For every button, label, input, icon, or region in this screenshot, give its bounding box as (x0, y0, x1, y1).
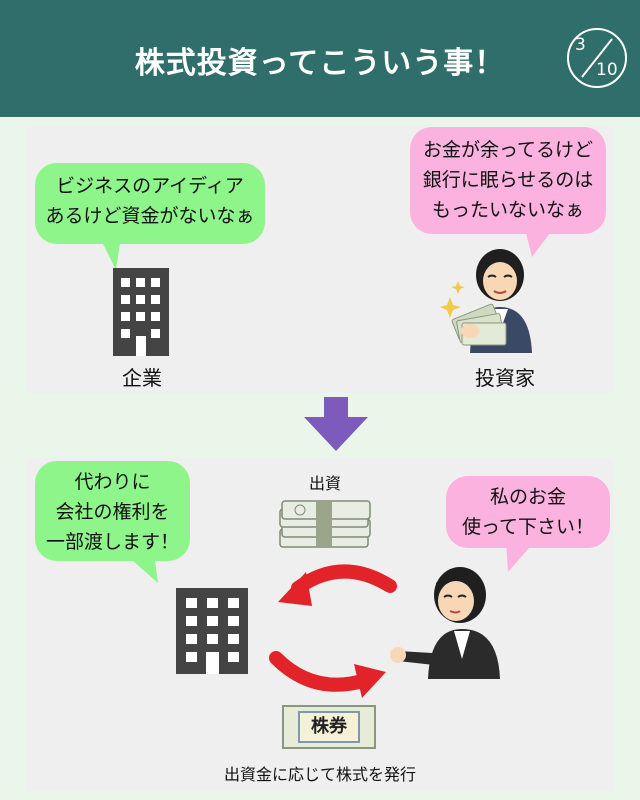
bubble-line: お金が余ってるけど (422, 139, 594, 161)
issuance-caption: 出資金に応じて株式を発行 (223, 765, 416, 784)
investor-bubble-tail (524, 225, 556, 257)
company-label: 企業 (122, 366, 162, 390)
bubble-line: ビジネスのアイディア (56, 175, 244, 197)
company-bubble-tail (96, 230, 122, 270)
stock-certificate-seal: 株券 (298, 711, 360, 743)
stock-certificate-icon: 株券 (282, 705, 376, 749)
page-current: 3 (575, 35, 586, 55)
investor-woman-icon (440, 249, 532, 353)
building-icon (176, 588, 248, 674)
bubble-line: 使って下さい！ (461, 516, 595, 538)
page-indicator: 3 10 (566, 27, 628, 89)
header-bar: 株式投資ってこういう事！ 3 10 (0, 0, 640, 117)
investor-speech-bubble: お金が余ってるけど 銀行に眠らせるのは もったいないなぁ (410, 127, 606, 234)
page-title: 株式投資ってこういう事！ (134, 46, 506, 81)
exchange-arrows-icon (269, 564, 397, 698)
bubble-line: 銀行に眠らせるのは (422, 169, 594, 191)
bubble-line: あるけど資金がないなぁ (45, 205, 255, 227)
bubble-line: 一部渡します！ (45, 531, 179, 553)
certificate-text: 株券 (311, 716, 347, 737)
arrow-down-icon (304, 397, 368, 451)
building-icon (113, 268, 169, 356)
page-indicator-circle (567, 28, 627, 88)
investor-label: 投資家 (475, 366, 535, 390)
investor-offer-bubble: 私のお金 使って下さい！ (446, 476, 610, 548)
bubble-line: 会社の権利を (55, 501, 170, 523)
investment-label: 出資 (308, 474, 341, 493)
money-stack-icon (279, 500, 371, 548)
company-offer-bubble: 代わりに 会社の権利を 一部渡します！ (35, 461, 190, 561)
bubble-line: 代わりに (74, 471, 151, 493)
investor-woman-icon (390, 567, 500, 679)
company-offer-bubble-tail (124, 553, 158, 583)
bubble-line: 私のお金 (489, 486, 566, 508)
company-speech-bubble: ビジネスのアイディア あるけど資金がないなぁ (35, 163, 265, 244)
page-total: 10 (596, 60, 618, 80)
investor-offer-bubble-tail (506, 540, 536, 572)
bubble-line: もったいないなぁ (431, 199, 584, 221)
